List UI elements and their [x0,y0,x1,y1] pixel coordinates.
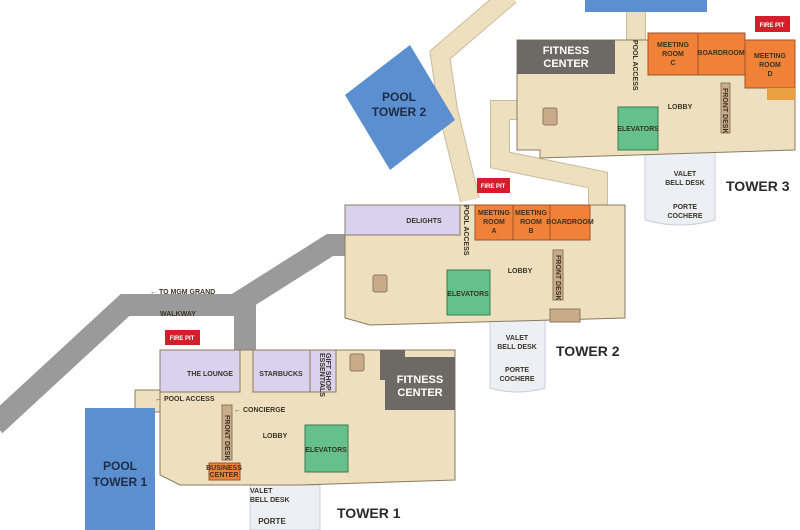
pool-top [585,0,707,12]
label: FRONT DESK [223,415,230,461]
label: VALET [250,488,273,495]
label: THE LOUNGE [187,371,233,378]
label: A [491,228,496,235]
label: MEETING [754,53,786,60]
label: B [528,228,533,235]
fitness-center-t1 [380,350,455,410]
tower-2: DELIGHTS POOL ACCESS FIRE PIT MEETING RO… [344,178,626,393]
label: D [767,71,772,78]
label: COCHERE [667,213,702,220]
boardroom-t2 [549,204,591,241]
elevators-t1 [304,424,349,473]
label: ELEVATORS [617,126,659,133]
label: FIRE PIT [170,336,195,342]
tower-1-title: TOWER 1 [337,505,401,521]
label: VALET [506,335,529,342]
label: ELEVATORS [305,447,347,454]
pool-access-t3: POOL ACCESS [631,40,638,91]
label: FIRE PIT [760,23,785,29]
label: FRONT DESK [721,88,728,134]
label: CENTER [210,472,239,479]
service-room [767,88,795,100]
label: POOL [103,459,137,473]
fire-pit-t3 [755,16,790,32]
label: MEETING [657,42,689,49]
pool-tower-2 [345,45,455,170]
boardroom-t3 [697,32,746,76]
label: VALET [674,171,697,178]
label: ESSENTIALS [318,353,325,397]
label: FRONT DESK [554,255,561,301]
pool-tower-1 [85,408,155,530]
valet-area-t3 [644,149,716,226]
front-desk-t1 [221,404,233,461]
label: ELEVATORS [447,291,489,298]
label: ROOM [759,62,781,69]
fitness-label: FITNESS [543,45,589,57]
the-lounge [159,349,241,393]
delights [344,204,461,236]
lobby-label: LOBBY [508,268,533,275]
label: TOWER 2 [372,105,427,119]
label: PORTE [505,367,529,374]
label: COCHERE [499,376,534,383]
label: FITNESS [397,374,443,386]
tower-2-title: TOWER 2 [556,343,620,359]
label: DELIGHTS [406,218,442,225]
pool-access-t2: POOL ACCESS [462,205,469,256]
pool-access-t1: ← POOL ACCESS [155,396,215,403]
label: C [670,60,675,67]
porte-cochere-label: PORTE [258,517,286,526]
valet-area-t2 [489,317,546,393]
lobby-label: LOBBY [668,104,693,111]
tower-3-title: TOWER 3 [726,178,790,194]
lobby-label: LOBBY [263,433,288,440]
restroom-icon [349,353,365,372]
label: MEETING [515,210,547,217]
front-desk-t2 [552,249,564,301]
label: BUSINESS [206,465,242,472]
elevators-t3 [617,106,659,151]
label: TOWER 1 [93,475,148,489]
label: ROOM [662,51,684,58]
label: BELL DESK [250,497,290,504]
label: BOARDROOM [697,50,745,57]
restroom-icon [372,274,388,293]
label: GIFT SHOP [324,353,331,391]
fitness-center-t3 [517,40,615,74]
essentials-gift-shop [309,349,337,393]
label: BELL DESK [665,180,705,187]
fitness-label: CENTER [543,58,588,70]
to-mgm-grand-label: ← TO MGM GRAND [150,289,215,296]
restroom-icon [542,107,558,126]
meeting-room-d [744,39,796,89]
walkway-path [0,234,350,434]
meeting-room-c [647,32,699,76]
business-center [208,462,241,481]
walkway-label: WALKWAY [160,311,196,318]
meeting-room-b [512,204,551,241]
label: PORTE [673,204,697,211]
tower-3: FITNESS CENTER POOL ACCESS MEETING ROOM … [516,16,796,226]
label: FIRE PIT [481,184,506,190]
fire-pit-t1 [165,330,200,345]
label: POOL [382,90,416,104]
label: BELL DESK [497,344,537,351]
label: ROOM [520,219,542,226]
elevators-t2 [446,269,491,316]
service-room [549,308,581,323]
label: CENTER [397,387,442,399]
label: ROOM [483,219,505,226]
label: BOARDROOM [546,219,594,226]
tower-1: THE LOUNGE STARBUCKS ESSENTIALS GIFT SHO… [134,330,456,530]
concierge-label: ← CONCIERGE [234,407,286,414]
meeting-room-a [474,204,514,241]
label: STARBUCKS [259,371,303,378]
front-desk-t3 [720,82,731,134]
label: MEETING [478,210,510,217]
fire-pit-t2 [477,178,510,193]
